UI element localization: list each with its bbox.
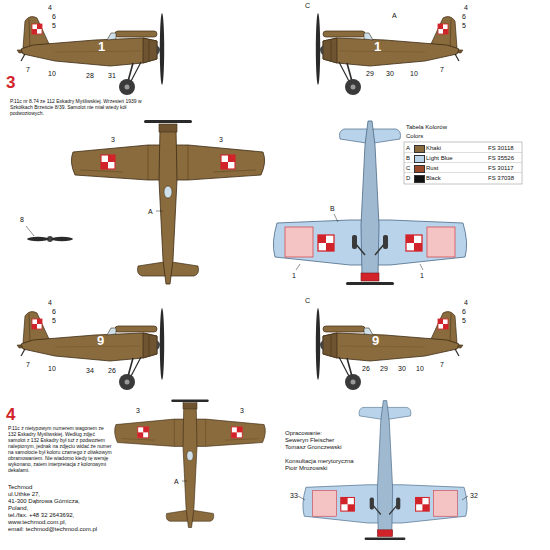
credits-text: Seweryn Fleischer [285, 437, 334, 443]
color-table-cell: Colors [406, 133, 423, 139]
callout-number: 7 [440, 66, 444, 73]
callout-number: 28 [86, 72, 94, 79]
fuselage-number: 1 [98, 40, 105, 53]
color-table-cell: FS 37038 [488, 175, 514, 181]
address-text: www.techmod.com.pl, [8, 519, 66, 525]
color-swatch [414, 165, 425, 173]
callout-number: A [392, 12, 397, 19]
color-swatch [414, 175, 425, 183]
color-table-cell: B [406, 155, 410, 161]
credits-text: Konsultacja merytoryczna [285, 458, 354, 464]
color-swatch [414, 155, 425, 163]
color-table-cell: A [406, 145, 410, 151]
address-text: Poland, [8, 505, 28, 511]
callout-number: 4 [464, 299, 468, 306]
color-name: Rust [426, 165, 438, 171]
callout-number: 33 [290, 492, 298, 499]
callout-number: C [305, 2, 310, 9]
color-table-cell: FS 30118 [488, 145, 514, 151]
callout-number: 3 [111, 136, 115, 143]
callout-number: 1 [420, 272, 424, 279]
color-name: Black [426, 175, 441, 181]
profile-number: 3 [6, 74, 15, 91]
color-table-cell: FS 30117 [488, 165, 514, 171]
callout-number: 4 [48, 299, 52, 306]
callout-number: 10 [48, 70, 56, 77]
callout-number: 5 [462, 317, 466, 324]
callout-number: 6 [462, 308, 466, 315]
callout-number: 32 [470, 492, 478, 499]
callout-number: 3 [136, 407, 140, 414]
credits-text: Tomasz Gronczewski [285, 444, 342, 450]
callout-number: 5 [52, 22, 56, 29]
callout-number: 7 [26, 66, 30, 73]
callout-number: 4 [48, 4, 52, 11]
fuselage-number: 9 [372, 334, 379, 347]
callout-number: 5 [462, 22, 466, 29]
callout-number: 6 [52, 308, 56, 315]
callout-number: 31 [108, 72, 116, 79]
callout-number: 5 [52, 317, 56, 324]
callout-number: 6 [462, 13, 466, 20]
callout-number: A [174, 478, 179, 485]
color-table-cell: D [406, 175, 410, 181]
profile-caption: P.11c z nietypowym numerem wagonem ze 13… [8, 425, 113, 473]
callout-number: B [330, 205, 335, 212]
profile-number: 4 [6, 406, 15, 423]
fuselage-number: 1 [374, 40, 381, 53]
address-text: Techmod [8, 484, 32, 490]
callout-number: 30 [398, 365, 406, 372]
callout-number: 26 [362, 365, 370, 372]
callout-number: 10 [48, 365, 56, 372]
color-table-cell: Tabela Kolorów [406, 124, 447, 130]
callout-number: 3 [219, 136, 223, 143]
color-table-cell: C [406, 165, 410, 171]
callout-number: C [305, 297, 310, 304]
callout-number: 34 [86, 367, 94, 374]
address-text: ul.Uthke 27, [8, 491, 40, 497]
callout-number: 7 [26, 361, 30, 368]
address-text: email: techmod@techmod.com.pl [8, 526, 97, 532]
callout-number: 3 [240, 407, 244, 414]
callout-number: 7 [440, 361, 444, 368]
fuselage-number: 9 [97, 334, 104, 347]
profile-caption: P.11c nr 8.74 ze 112 Eskadry Myśliwskiej… [10, 98, 150, 116]
credits-text: Piotr Mrozowski [285, 465, 327, 471]
credits-text: Opracowanie: [285, 430, 322, 436]
callout-number: 10 [416, 365, 424, 372]
color-name: Light Blue [426, 155, 453, 161]
callout-number: A [148, 208, 153, 215]
color-name: Khaki [426, 145, 441, 151]
callout-number: 6 [52, 13, 56, 20]
callout-number: 1 [292, 272, 296, 279]
address-text: 41-300 Dąbrowa Górnicza, [8, 498, 80, 504]
callout-number: 29 [366, 70, 374, 77]
callout-number: 10 [410, 70, 418, 77]
callout-number: 4 [464, 4, 468, 11]
callout-number: 30 [386, 70, 394, 77]
callout-number: 29 [380, 365, 388, 372]
callout-number: 26 [108, 367, 116, 374]
color-table-cell: FS 35526 [488, 155, 514, 161]
color-swatch [414, 145, 425, 153]
address-text: tel./fax. +48 32 2643692, [8, 512, 74, 518]
callout-number: 8 [20, 216, 24, 223]
